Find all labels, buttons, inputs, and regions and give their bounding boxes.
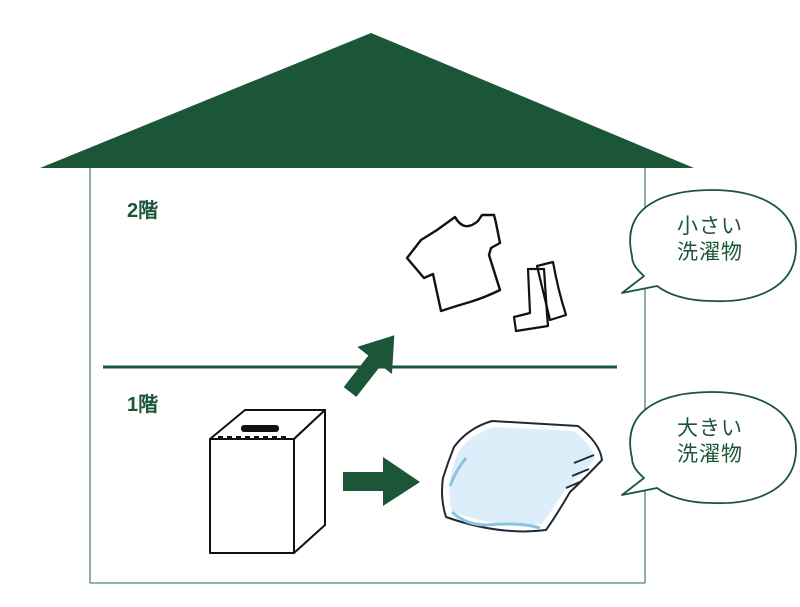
bubble-small-line1: 小さい <box>677 214 743 238</box>
speech-bubble-large <box>621 391 797 505</box>
bubble-large-line2: 洗濯物 <box>677 442 743 467</box>
speech-bubble-small <box>621 189 797 303</box>
bubble-small-line2: 洗濯物 <box>677 240 743 265</box>
arrow-right-icon <box>343 457 420 506</box>
washing-machine-icon <box>209 409 326 554</box>
folded-towel-icon <box>441 420 603 533</box>
floor-label-1f: 1階 <box>127 394 159 416</box>
arrow-up-right-icon <box>343 335 395 397</box>
bubble-large-line1: 大きい <box>677 416 743 440</box>
roof-icon <box>40 33 694 168</box>
bubble-text-large: 大きい 洗濯物 <box>650 415 770 468</box>
floor-label-2f: 2階 <box>127 200 159 222</box>
shirt-icon <box>405 213 502 313</box>
socks-icon <box>512 260 568 333</box>
bubble-text-small: 小さい 洗濯物 <box>650 213 770 266</box>
